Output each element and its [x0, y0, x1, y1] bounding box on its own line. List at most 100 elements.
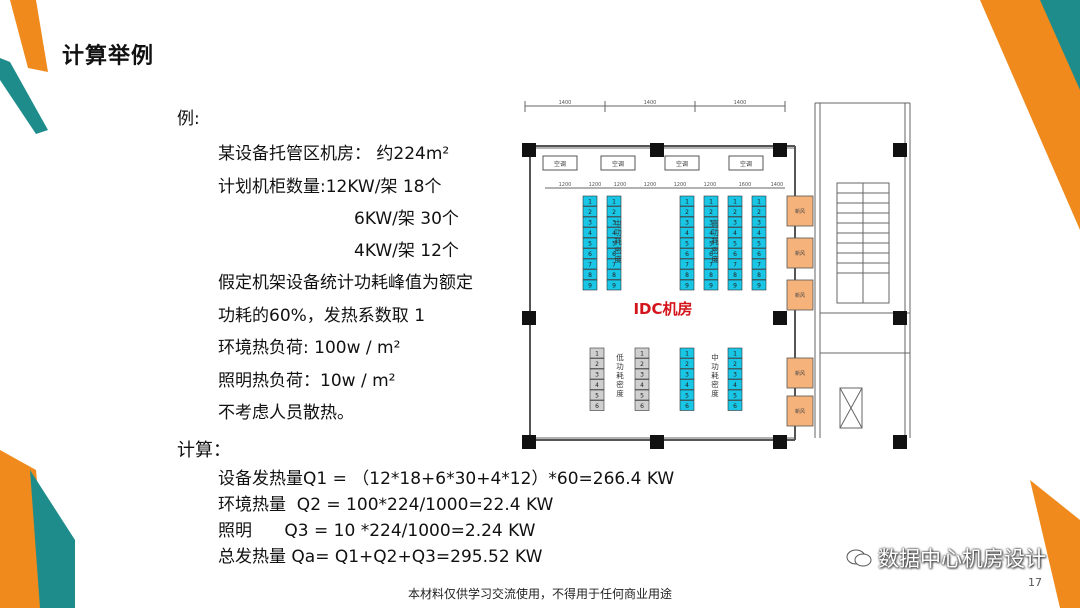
- teal-shape-bottom-left: [30, 470, 75, 608]
- rack-number: 6: [595, 403, 599, 410]
- zone-label-char: 耗: [616, 371, 624, 380]
- rack-number: 2: [685, 209, 689, 216]
- zone-label-char: 中: [614, 218, 622, 228]
- rack: [589, 347, 605, 359]
- rack-number: 1: [733, 199, 737, 206]
- rack-number: 2: [733, 209, 737, 216]
- footer-disclaimer: 本材料仅供学习交流使用，不得用于任何商业用途: [407, 587, 672, 601]
- zone-label-char: 功: [616, 361, 624, 371]
- rack-number: 5: [685, 241, 689, 248]
- page-number: 17: [1028, 576, 1042, 589]
- rack: [679, 195, 695, 207]
- orange-shape-bottom-right: [1030, 480, 1080, 608]
- rack-number: 4: [757, 230, 761, 237]
- rack-number: 1: [757, 199, 761, 206]
- rack-number: 6: [612, 251, 616, 258]
- rack-number: 3: [709, 220, 713, 227]
- rack-number: 5: [640, 393, 644, 400]
- zone-label-char: 耗: [614, 237, 622, 246]
- rack-number: 6: [733, 251, 737, 258]
- rack: [727, 258, 743, 270]
- zone-label-char: 度: [711, 254, 719, 264]
- fresh-air-label: 新风: [795, 408, 805, 415]
- zone-label-char: 密: [711, 245, 719, 255]
- dimension-label: 1400: [734, 100, 747, 106]
- rack: [727, 379, 743, 390]
- rack: [751, 227, 767, 238]
- rack-number: 5: [757, 241, 761, 248]
- rack-number: 5: [595, 393, 599, 400]
- ac-unit-label: 空调: [612, 160, 624, 168]
- rack: [727, 195, 743, 207]
- calc-line-q2: 环境热量 Q2 = 100*224/1000=22.4 KW: [218, 495, 554, 515]
- rack-number: 3: [595, 372, 599, 379]
- rack: [703, 258, 719, 270]
- zone-label-char: 耗: [711, 237, 719, 246]
- rack: [634, 389, 650, 401]
- rack: [589, 400, 605, 411]
- zone-label-char: 功: [711, 227, 719, 237]
- rack-number: 8: [733, 272, 737, 279]
- rack: [751, 216, 767, 228]
- rack-number: 4: [612, 230, 616, 237]
- rack: [727, 206, 743, 217]
- rack: [703, 227, 719, 238]
- calc-label: 计算：: [177, 440, 231, 461]
- rack: [589, 358, 605, 369]
- dimension-label: 1600: [739, 182, 752, 188]
- rack-number: 2: [757, 209, 761, 216]
- rack: [703, 216, 719, 228]
- rack: [589, 368, 605, 380]
- rack-number: 3: [685, 372, 689, 379]
- rack-number: 5: [709, 241, 713, 248]
- ac-unit: [728, 155, 764, 171]
- rack-number: 1: [588, 199, 592, 206]
- rack: [703, 237, 719, 249]
- zone-label-char: 密: [614, 245, 622, 255]
- rack: [703, 279, 719, 291]
- rack-number: 4: [733, 382, 737, 389]
- rack: [582, 216, 598, 228]
- fresh-air-unit: [786, 195, 814, 227]
- condition-line: 环境热负荷: 100w / m²: [218, 338, 401, 358]
- dimension-label: 1200: [559, 182, 572, 188]
- rack-number: 2: [640, 361, 644, 368]
- dimension-label: 1200: [589, 182, 602, 188]
- rack: [582, 248, 598, 259]
- rack: [589, 389, 605, 401]
- rack-number: 6: [588, 251, 592, 258]
- rack-number: 2: [595, 361, 599, 368]
- rack-number: 7: [757, 262, 761, 269]
- rack: [606, 258, 622, 270]
- teal-triangle-top-right: [1040, 0, 1080, 90]
- rack: [582, 237, 598, 249]
- rack-number: 9: [757, 283, 761, 290]
- rack: [727, 389, 743, 401]
- rack-number: 3: [685, 220, 689, 227]
- rack-number: 1: [733, 351, 737, 358]
- dimension-label: 1200: [644, 182, 657, 188]
- rack: [582, 227, 598, 238]
- rack: [606, 269, 622, 280]
- rack-number: 4: [595, 382, 599, 389]
- calc-line-qa: 总发热量 Qa= Q1+Q2+Q3=295.52 KW: [218, 547, 543, 567]
- rack-number: 2: [612, 209, 616, 216]
- condition-line: 功耗的60%，发热系数取 1: [218, 306, 426, 326]
- rack-number: 4: [685, 382, 689, 389]
- rack-number: 1: [685, 199, 689, 206]
- rack-number: 1: [685, 351, 689, 358]
- rack: [727, 279, 743, 291]
- example-label: 例:: [177, 109, 200, 129]
- rack-number: 8: [709, 272, 713, 279]
- rack: [727, 248, 743, 259]
- rack: [679, 227, 695, 238]
- rack: [703, 195, 719, 207]
- rack: [582, 269, 598, 280]
- fresh-air-label: 新风: [795, 370, 805, 377]
- rack-number: 2: [733, 361, 737, 368]
- rack: [727, 368, 743, 380]
- ac-unit-label: 空调: [676, 160, 688, 168]
- idc-room-label: IDC机房: [633, 300, 692, 318]
- rack: [679, 347, 695, 359]
